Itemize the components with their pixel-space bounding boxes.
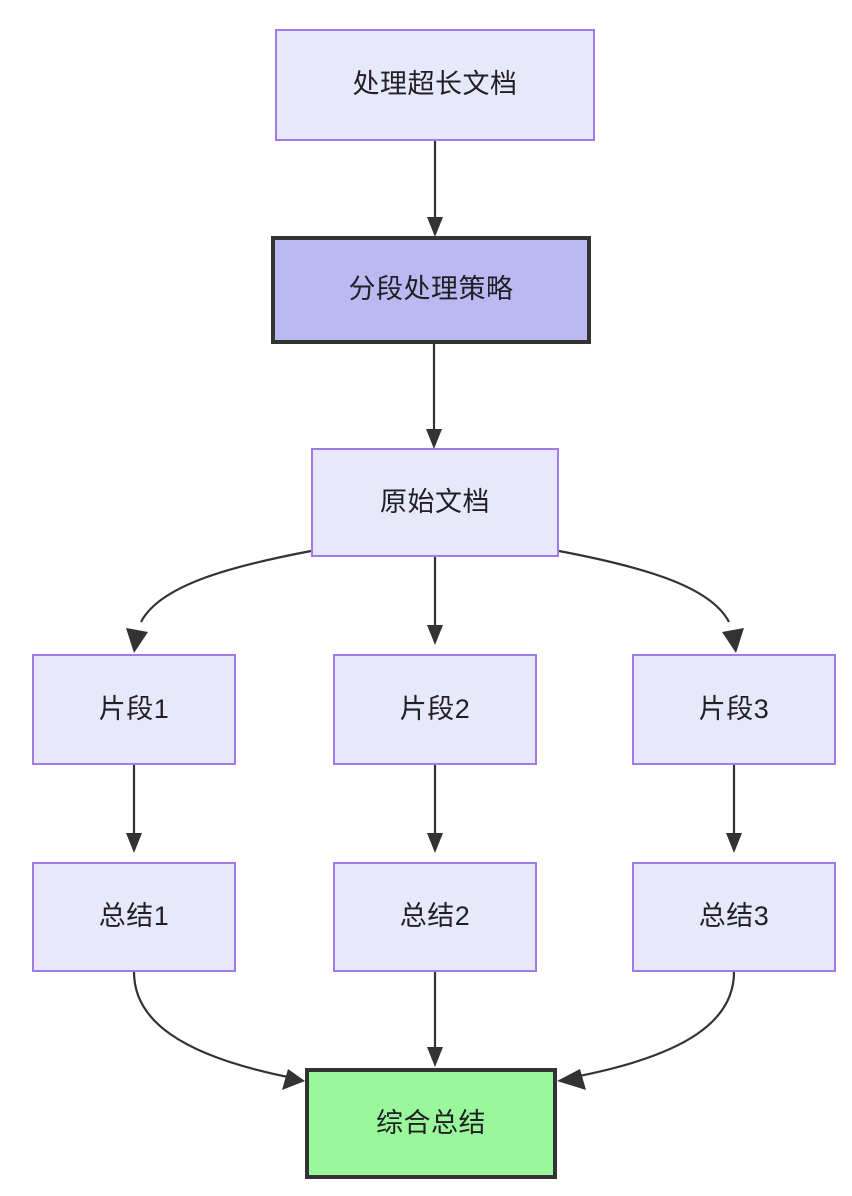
node-label: 处理超长文档 — [352, 69, 518, 100]
node-label: 总结2 — [399, 901, 471, 932]
node-combined-summary[interactable]: 综合总结 — [305, 1068, 557, 1179]
edge-n8-n10 — [427, 972, 443, 1067]
node-label: 总结3 — [698, 901, 770, 932]
edge-n6-n9 — [726, 765, 742, 853]
node-summary-2[interactable]: 总结2 — [333, 862, 537, 972]
node-summary-3[interactable]: 总结3 — [632, 862, 836, 972]
node-label: 原始文档 — [380, 486, 490, 517]
node-fragment-1[interactable]: 片段1 — [32, 654, 236, 765]
node-label: 综合总结 — [376, 1107, 486, 1138]
node-fragment-3[interactable]: 片段3 — [632, 654, 836, 765]
edge-n5-n8 — [427, 765, 443, 853]
edge-n3-n5 — [427, 557, 443, 645]
node-label: 分段处理策略 — [348, 274, 514, 305]
node-label: 总结1 — [98, 901, 170, 932]
edge-n3-n6 — [558, 549, 744, 653]
edge-n4-n7 — [126, 765, 142, 853]
edge-n3-n4 — [126, 549, 312, 653]
edge-n2-n3 — [426, 344, 442, 449]
node-label: 片段1 — [98, 693, 170, 724]
node-source-document[interactable]: 原始文档 — [311, 448, 559, 557]
node-fragment-2[interactable]: 片段2 — [333, 654, 537, 765]
node-chunking-strategy[interactable]: 分段处理策略 — [271, 236, 591, 344]
edge-n9-n10 — [557, 971, 736, 1090]
node-label: 片段3 — [698, 693, 770, 724]
node-label: 片段2 — [399, 693, 471, 724]
node-summary-1[interactable]: 总结1 — [32, 862, 236, 972]
edge-n1-n2 — [427, 141, 443, 237]
edge-n7-n10 — [132, 971, 305, 1090]
node-process-long-document[interactable]: 处理超长文档 — [275, 29, 595, 141]
